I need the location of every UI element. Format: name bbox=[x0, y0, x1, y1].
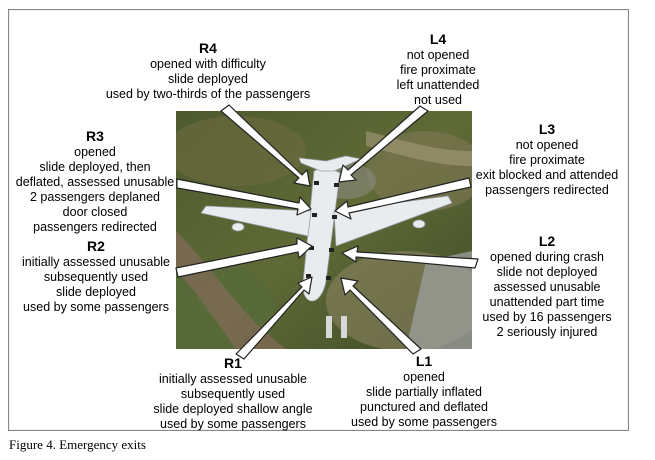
exit-label-r4: R4 opened with difficulty slide deployed… bbox=[106, 40, 310, 102]
exit-line: opened during crash bbox=[490, 250, 604, 264]
exit-title: L3 bbox=[538, 121, 556, 137]
figure-caption: Figure 4. Emergency exits bbox=[9, 437, 146, 452]
exit-line: initially assessed unusable bbox=[21, 255, 171, 269]
exit-line: deflated, assessed unusable bbox=[15, 175, 175, 189]
exit-line: slide partially inflated bbox=[365, 385, 483, 399]
exit-line: slide deployed, then bbox=[39, 160, 151, 174]
exit-line: slide deployed shallow angle bbox=[153, 402, 313, 416]
exit-line: slide not deployed bbox=[496, 265, 598, 279]
exit-line: unattended part time bbox=[489, 295, 605, 309]
exit-line: punctured and deflated bbox=[360, 400, 488, 414]
aircraft-photo-graphic bbox=[176, 111, 472, 349]
exit-line: not opened bbox=[406, 48, 470, 62]
exit-label-l4: L4 not opened fire proximate left unatte… bbox=[397, 31, 480, 108]
exit-line: 2 seriously injured bbox=[496, 325, 598, 339]
exit-title: L2 bbox=[538, 233, 556, 249]
exit-line: passengers redirected bbox=[485, 183, 609, 197]
exit-line: opened bbox=[74, 145, 116, 159]
exit-line: used by some passengers bbox=[160, 417, 306, 431]
exit-line: 2 passengers deplaned bbox=[30, 190, 160, 204]
exit-label-r2: R2 initially assessed unusable subsequen… bbox=[22, 238, 170, 315]
exit-line: subsequently used bbox=[43, 270, 149, 284]
exit-label-r1: R1 initially assessed unusable subsequen… bbox=[153, 355, 312, 432]
exit-line: exit blocked and attended bbox=[475, 168, 619, 182]
exit-line: passengers redirected bbox=[33, 220, 157, 234]
exit-title: R3 bbox=[86, 128, 104, 144]
exit-label-r3: R3 opened slide deployed, then deflated,… bbox=[16, 128, 174, 235]
exit-line: left unattended bbox=[396, 78, 480, 92]
aerial-photo bbox=[176, 111, 472, 349]
exit-line: assessed unusable bbox=[493, 280, 601, 294]
exit-label-l2: L2 opened during crash slide not deploye… bbox=[482, 233, 611, 340]
exit-line: opened bbox=[403, 370, 445, 384]
exit-line: used by two-thirds of the passengers bbox=[105, 87, 311, 101]
exit-line: fire proximate bbox=[509, 153, 585, 167]
exit-line: door closed bbox=[62, 205, 128, 219]
exit-line: slide deployed bbox=[168, 72, 248, 86]
exit-line: initially assessed unusable bbox=[158, 372, 308, 386]
exit-line: used by some passengers bbox=[23, 300, 169, 314]
exit-line: subsequently used bbox=[180, 387, 286, 401]
exit-title: L1 bbox=[415, 353, 433, 369]
exit-line: slide deployed bbox=[56, 285, 136, 299]
exit-line: used by 16 passengers bbox=[482, 310, 612, 324]
exit-label-l1: L1 opened slide partially inflated punct… bbox=[351, 353, 497, 430]
exit-line: used by some passengers bbox=[351, 415, 497, 429]
exit-title: R2 bbox=[87, 238, 105, 254]
exit-title: R1 bbox=[224, 355, 242, 371]
exit-line: opened with difficulty bbox=[150, 57, 266, 71]
exit-label-l3: L3 not opened fire proximate exit blocke… bbox=[476, 121, 618, 198]
exit-title: L4 bbox=[429, 31, 447, 47]
exit-line: fire proximate bbox=[400, 63, 476, 77]
exit-title: R4 bbox=[199, 40, 217, 56]
exit-line: not opened bbox=[515, 138, 579, 152]
exit-line: not used bbox=[414, 93, 462, 107]
